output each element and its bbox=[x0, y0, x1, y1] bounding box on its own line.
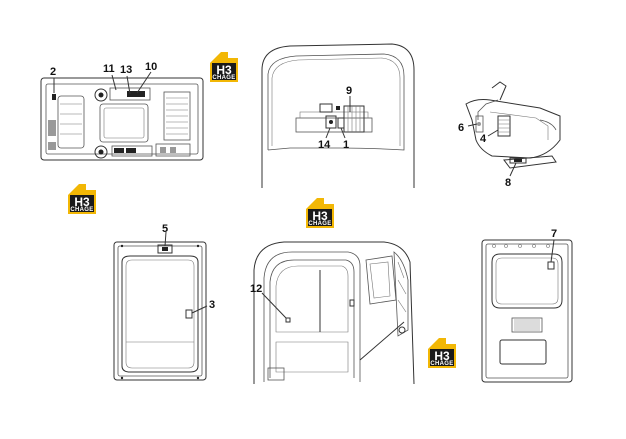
callout-5: 5 bbox=[162, 223, 168, 235]
control-console-view bbox=[465, 81, 561, 177]
cab-rear-view bbox=[481, 239, 573, 383]
callout-8: 8 bbox=[505, 177, 511, 189]
callout-7: 7 bbox=[551, 228, 557, 240]
callout-11: 11 bbox=[103, 63, 115, 75]
callout-4: 4 bbox=[480, 133, 487, 145]
svg-text:H3: H3 bbox=[74, 195, 90, 209]
brand-logo: H3 CHAGE bbox=[306, 198, 334, 228]
cab-rear-window-view bbox=[261, 43, 415, 188]
svg-text:H3: H3 bbox=[434, 349, 450, 363]
callout-14: 14 bbox=[318, 139, 331, 151]
cab-top-view bbox=[40, 71, 204, 161]
brand-logo: H3 CHAGE bbox=[428, 338, 456, 368]
callout-13: 13 bbox=[120, 64, 132, 76]
callout-9: 9 bbox=[346, 85, 352, 97]
callout-10: 10 bbox=[145, 61, 157, 73]
callout-3: 3 bbox=[209, 299, 215, 311]
cab-side-view bbox=[253, 241, 415, 385]
svg-text:CHAGE: CHAGE bbox=[70, 207, 93, 213]
callout-1: 1 bbox=[343, 139, 349, 151]
svg-text:CHAGE: CHAGE bbox=[212, 75, 235, 81]
svg-text:H3: H3 bbox=[216, 63, 232, 77]
svg-text:H3: H3 bbox=[312, 209, 328, 223]
callout-12: 12 bbox=[250, 283, 262, 295]
svg-text:CHAGE: CHAGE bbox=[308, 221, 331, 227]
cab-front-view bbox=[113, 231, 208, 381]
brand-logo: H3 CHAGE bbox=[68, 184, 96, 214]
svg-text:CHAGE: CHAGE bbox=[430, 361, 453, 367]
callout-6: 6 bbox=[458, 122, 464, 134]
brand-logo: H3 CHAGE bbox=[210, 52, 238, 82]
callout-2: 2 bbox=[50, 66, 56, 78]
